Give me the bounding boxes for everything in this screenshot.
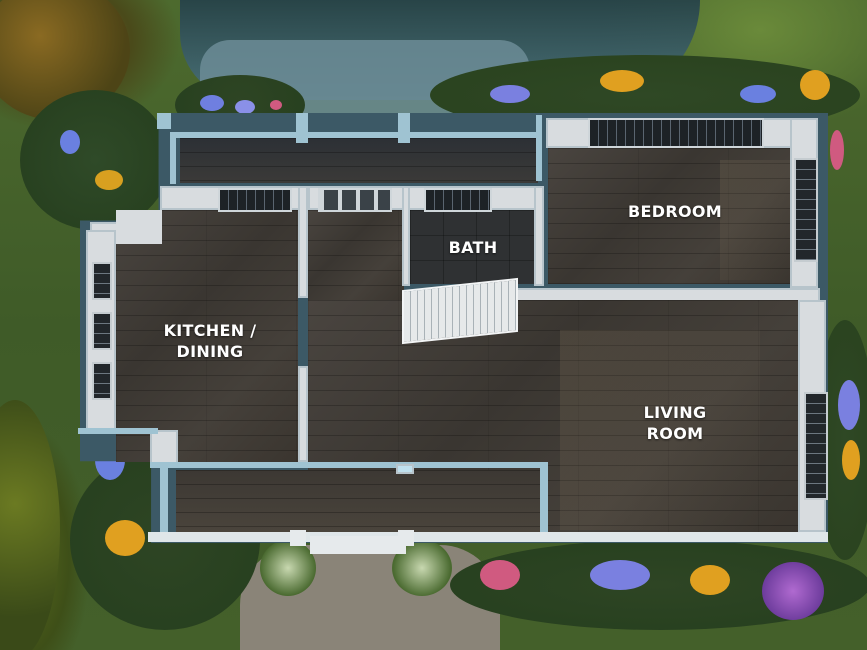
flower	[842, 440, 860, 480]
kitchen-floor-step	[116, 210, 162, 244]
back-porch-rail-left	[170, 132, 176, 184]
kitchen-east-wall	[298, 186, 308, 298]
bedroom-north-window	[588, 118, 764, 148]
flower	[270, 100, 282, 110]
flower	[95, 170, 123, 190]
kitchen-sw-trim	[78, 428, 158, 434]
porch-column	[296, 113, 308, 143]
sunlight	[560, 330, 760, 530]
porch-column	[398, 530, 414, 546]
kitchen-sw-wall	[150, 430, 178, 464]
porch-column	[290, 530, 306, 546]
bedroom-east-window	[794, 158, 818, 262]
kitchen-west-window	[92, 262, 112, 300]
flower	[830, 130, 844, 170]
room-label-kitchen-dining: KITCHEN / DINING	[163, 321, 257, 361]
back-porch	[180, 138, 538, 183]
kitchen-dining-floor	[116, 210, 298, 462]
flower	[60, 130, 80, 154]
room-label-bedroom: BEDROOM	[628, 202, 722, 221]
kitchen-north-window	[218, 188, 292, 212]
front-porch-rail-right	[540, 462, 548, 538]
flower	[235, 100, 255, 114]
flowerbed-top-left	[20, 90, 170, 230]
back-door[interactable]	[318, 188, 392, 212]
flower	[600, 70, 644, 92]
flower	[800, 70, 830, 100]
back-porch-rail-right	[536, 115, 542, 181]
flower	[740, 85, 776, 103]
bath-floor	[410, 210, 534, 284]
flower	[480, 560, 520, 590]
sunlight	[720, 160, 790, 280]
front-steps[interactable]	[310, 536, 406, 554]
front-porch-rail-left	[160, 468, 168, 538]
front-porch-rail-top	[150, 462, 548, 468]
living-east-window	[804, 392, 828, 500]
back-porch-railing	[170, 132, 542, 138]
front-door[interactable]	[396, 464, 414, 474]
bath-window	[424, 188, 492, 212]
room-label-bath: BATH	[448, 238, 498, 257]
flower	[490, 85, 530, 103]
front-porch	[176, 470, 542, 532]
flower	[200, 95, 224, 111]
room-label-living-room: LIVING ROOM	[643, 403, 707, 443]
kitchen-east-wall-lower	[298, 366, 308, 462]
front-porch-rail-bottom	[148, 532, 828, 542]
kitchen-west-window	[92, 312, 112, 350]
bath-west-wall	[402, 186, 410, 286]
purple-bush	[762, 562, 824, 620]
white-flower-bush-left	[260, 540, 316, 596]
flower	[105, 520, 145, 556]
flower	[838, 380, 860, 430]
tree-bottom-left	[0, 400, 60, 650]
flower	[690, 565, 730, 595]
porch-column	[157, 113, 171, 129]
bedroom-floor	[548, 148, 790, 284]
porch-column	[398, 113, 410, 143]
bath-east-wall	[534, 186, 544, 286]
kitchen-west-window	[92, 362, 112, 400]
flower	[590, 560, 650, 590]
hallway-floor	[308, 210, 404, 300]
